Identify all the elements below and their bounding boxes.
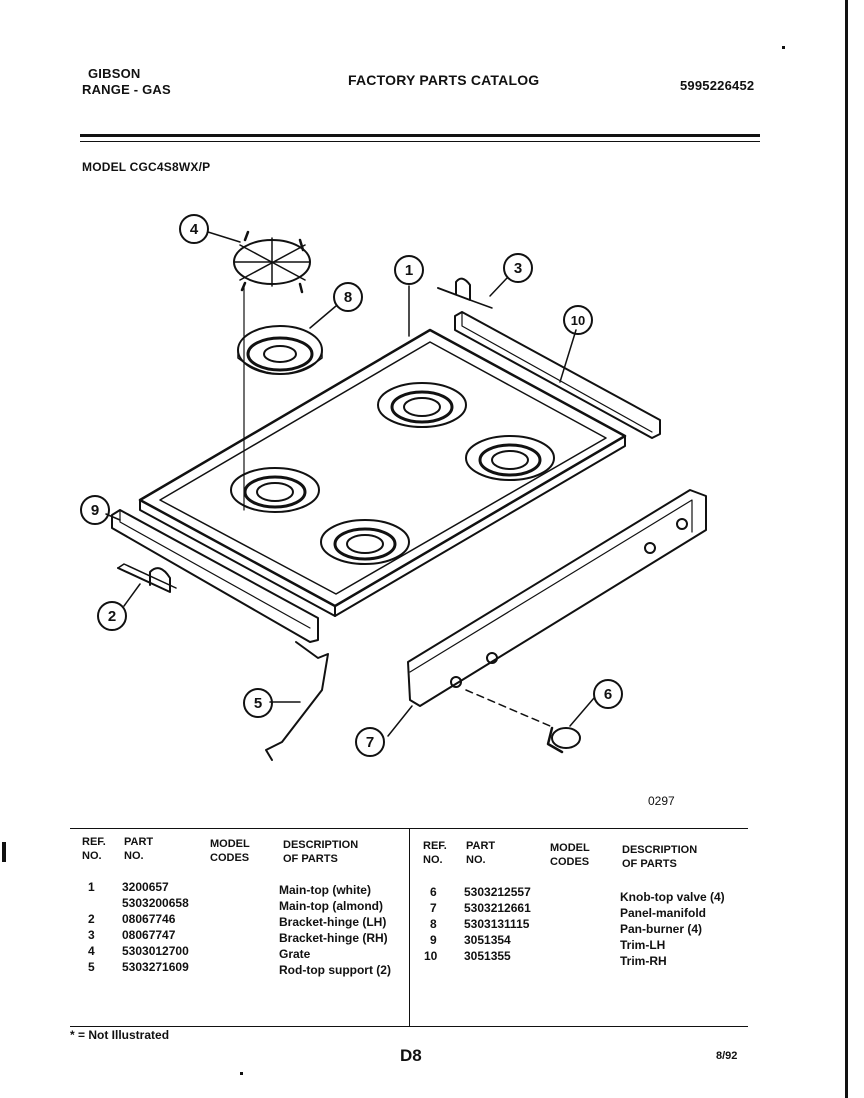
drawing-code: 0297	[648, 794, 675, 808]
callout-10: 10	[571, 313, 585, 328]
header-rule	[80, 134, 760, 137]
header-part-no-right: PART NO.	[466, 840, 496, 866]
header-part-no: PART NO.	[124, 836, 154, 862]
right-row-1-part: 5303212557	[464, 885, 531, 899]
right-row-3-ref: 8	[430, 917, 437, 931]
left-row-1-ref: 1	[88, 880, 95, 894]
panel-manifold-drawing	[407, 489, 707, 707]
bracket-hinge-lh-drawing	[117, 563, 177, 593]
left-row-3-part: 08067746	[122, 912, 176, 926]
revision-date: 8/92	[716, 1050, 738, 1062]
header-description-right: DESCRIPTION OF PARTS	[622, 844, 698, 870]
trim-rh-drawing	[454, 311, 661, 439]
trim-lh-drawing	[111, 509, 319, 643]
left-row-6-part: 5303271609	[122, 960, 189, 974]
left-row-2-desc: Main-top (almond)	[279, 899, 383, 913]
right-row-1-desc: Knob-top valve (4)	[620, 890, 725, 904]
right-row-4-ref: 9	[430, 933, 437, 947]
left-row-6-ref: 5	[88, 960, 95, 974]
table-bottom-rule	[70, 1026, 748, 1027]
exploded-parts-diagram: 4 1 3 10 8 9 2 5 7 6	[80, 214, 707, 761]
right-row-5-part: 3051355	[464, 949, 511, 963]
right-row-1-ref: 6	[430, 885, 437, 899]
left-row-4-ref: 3	[88, 928, 95, 942]
callout-4: 4	[190, 221, 199, 238]
product-type: RANGE - GAS	[82, 82, 171, 97]
leader-lines	[105, 231, 595, 737]
right-row-2-desc: Panel-manifold	[620, 906, 707, 920]
left-row-5-part: 5303012700	[122, 944, 189, 958]
table-divider	[409, 828, 410, 1026]
left-row-6-desc: Rod-top support (2)	[279, 963, 391, 977]
header-ref-no-right: REF. NO.	[423, 840, 447, 866]
left-row-4-desc: Bracket-hinge (RH)	[279, 931, 388, 945]
left-row-2-part: 5303200658	[122, 896, 189, 910]
left-row-1-part: 3200657	[122, 880, 169, 894]
page-id: D8	[400, 1046, 422, 1065]
right-row-5-desc: Trim-RH	[620, 954, 667, 968]
header-model-codes-right: MODEL CODES	[550, 842, 590, 868]
callout-3: 3	[514, 260, 522, 277]
right-row-4-desc: Trim-LH	[620, 938, 666, 952]
right-row-2-part: 5303212661	[464, 901, 531, 915]
right-row-2-ref: 7	[430, 901, 437, 915]
main-top-drawing	[138, 328, 627, 617]
header-description: DESCRIPTION OF PARTS	[283, 839, 359, 865]
callout-8: 8	[344, 289, 352, 306]
callout-2: 2	[108, 608, 116, 625]
scan-speck	[240, 1072, 243, 1075]
scan-speck	[2, 842, 6, 862]
left-row-3-ref: 2	[88, 912, 95, 926]
header-model-codes: MODEL CODES	[210, 838, 250, 864]
left-row-4-part: 08067747	[122, 928, 176, 942]
grate-drawing	[233, 230, 311, 294]
callout-7: 7	[366, 734, 374, 751]
knob-drawing	[465, 689, 581, 754]
header-rule-thin	[80, 141, 760, 142]
callout-circles	[80, 214, 623, 757]
left-row-5-ref: 4	[88, 944, 95, 958]
header-ref-no: REF. NO.	[82, 836, 106, 862]
callout-6: 6	[604, 686, 612, 703]
right-row-3-part: 5303131115	[464, 917, 530, 931]
callout-9: 9	[91, 502, 99, 519]
bracket-hinge-rh-drawing	[437, 277, 493, 309]
left-row-1-desc: Main-top (white)	[279, 883, 371, 897]
right-row-4-part: 3051354	[464, 933, 511, 947]
callout-5: 5	[254, 695, 262, 712]
catalog-title: FACTORY PARTS CATALOG	[348, 72, 540, 88]
scan-speck	[782, 46, 785, 49]
catalog-number: 5995226452	[680, 78, 755, 93]
right-row-5-ref: 10	[424, 949, 438, 963]
right-row-3-desc: Pan-burner (4)	[620, 922, 703, 936]
left-row-3-desc: Bracket-hinge (LH)	[279, 915, 387, 929]
footnote: * = Not Illustrated	[70, 1028, 170, 1042]
left-row-5-desc: Grate	[279, 947, 311, 961]
pan-burner-drawing	[237, 325, 323, 375]
model-number: MODEL CGC4S8WX/P	[82, 160, 211, 174]
burner-openings	[230, 382, 555, 565]
callout-1: 1	[405, 262, 413, 279]
rod-support-drawing	[265, 641, 329, 761]
brand-name: GIBSON	[88, 66, 141, 81]
